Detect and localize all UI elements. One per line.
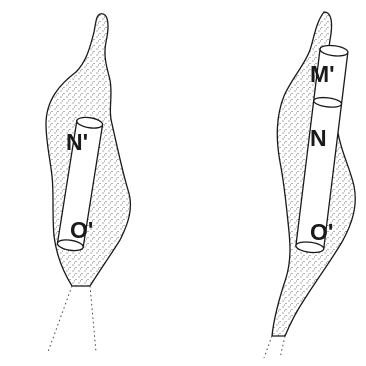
right-label-top: M' [310,61,335,87]
left-label-bottom: O' [70,217,93,243]
right-label-middle: N [310,125,327,151]
left-label-top: N' [66,129,88,155]
right-panel: M' N O' [264,12,355,358]
left-tail-lines [48,286,96,352]
right-label-bottom: O' [310,219,333,245]
left-panel: N' O' [46,14,130,352]
right-tail-lines [264,336,285,358]
